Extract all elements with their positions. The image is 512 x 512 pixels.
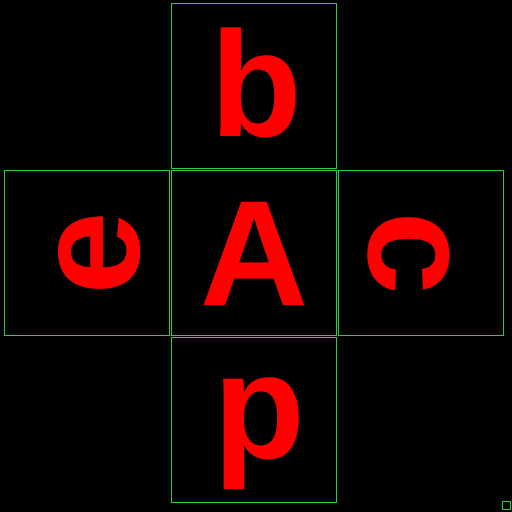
face-letter-center: A [199, 170, 309, 336]
net-face-left: e [4, 170, 170, 336]
face-letter-right: c [338, 211, 504, 295]
net-face-right: c [338, 170, 504, 336]
face-letter-top: b [210, 3, 302, 168]
net-face-top: b [171, 3, 337, 169]
net-face-center: A [171, 170, 337, 336]
net-face-bottom: p [171, 337, 337, 503]
face-letter-bottom: p [213, 337, 305, 490]
face-letter-left: e [4, 211, 170, 295]
corner-marker [502, 501, 511, 510]
